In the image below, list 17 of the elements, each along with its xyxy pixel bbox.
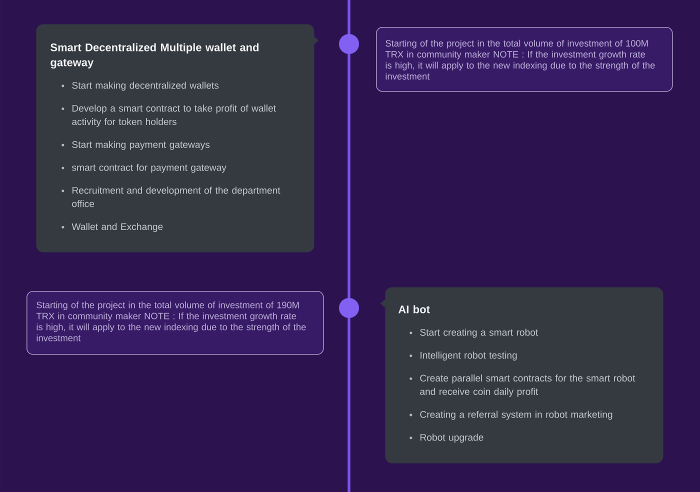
list-item: Intelligent robot testing bbox=[420, 352, 517, 361]
list-item: Start creating a smart robot bbox=[420, 328, 538, 338]
card-heading: Smart Decentralized Multiple wallet and gateway bbox=[50, 43, 259, 69]
list-item: Creating a referral system in robot marketing bbox=[420, 410, 612, 420]
card-heading: AI bot bbox=[398, 305, 430, 314]
roadmap-card bbox=[380, 287, 664, 464]
list-item: Create parallel smart contracts for the smart robot and receive coin daily profit bbox=[420, 374, 636, 397]
roadmap-card bbox=[36, 24, 318, 252]
list-item: Robot upgrade bbox=[420, 434, 484, 443]
list-item: Recruitment and development of the department office bbox=[72, 186, 280, 208]
list-item: Wallet and Exchange bbox=[72, 223, 163, 232]
list-item: Develop a smart contract to take profit of wallet activity for token holders bbox=[72, 104, 276, 127]
list-item: smart contract for payment gateway bbox=[72, 164, 226, 173]
list-item: Start making decentralized wallets bbox=[72, 82, 219, 91]
note-box: Starting of the project in the total volume of investment of 100M TRX in community maker NOTE : If the investment growth rate is high, it will apply to the new indexing due to the strength of the investment bbox=[376, 27, 673, 92]
note-box: Starting of the project in the total volume of investment of 190M TRX in community maker NOTE : If the investment growth rate is high, it will apply to the new indexing due to the strength of the investment bbox=[26, 291, 324, 355]
list-item: Start making payment gateways bbox=[72, 140, 210, 150]
